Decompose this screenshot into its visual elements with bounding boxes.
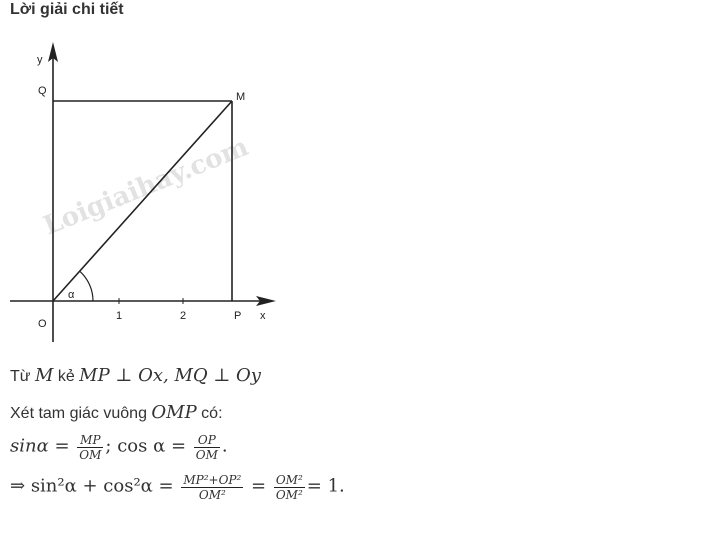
angle-arc — [79, 270, 94, 302]
text-line-1: Từ M kẻ MP ⊥ Ox, MQ ⊥ Oy — [10, 365, 261, 386]
label-alpha: α — [68, 289, 75, 301]
label-tick-1: 1 — [116, 310, 122, 322]
segment-om — [52, 100, 233, 302]
label-o: O — [38, 318, 47, 330]
label-tick-2: 2 — [180, 310, 186, 322]
label-q: Q — [38, 85, 47, 97]
text-line-2: Xét tam giác vuông OMP có: — [10, 402, 223, 423]
label-p: P — [234, 310, 241, 322]
x-axis-arrow-icon — [256, 296, 276, 306]
label-x: x — [260, 310, 266, 322]
watermark-text: Loigiaihay.com — [39, 132, 252, 241]
label-m: M — [236, 91, 245, 103]
solution-heading: Lời giải chi tiết — [10, 1, 124, 18]
geometry-figure: Loigiaihay.com y Q M α O 1 2 P x — [10, 42, 276, 342]
y-axis-arrow-icon — [48, 42, 58, 62]
label-y: y — [37, 54, 43, 66]
